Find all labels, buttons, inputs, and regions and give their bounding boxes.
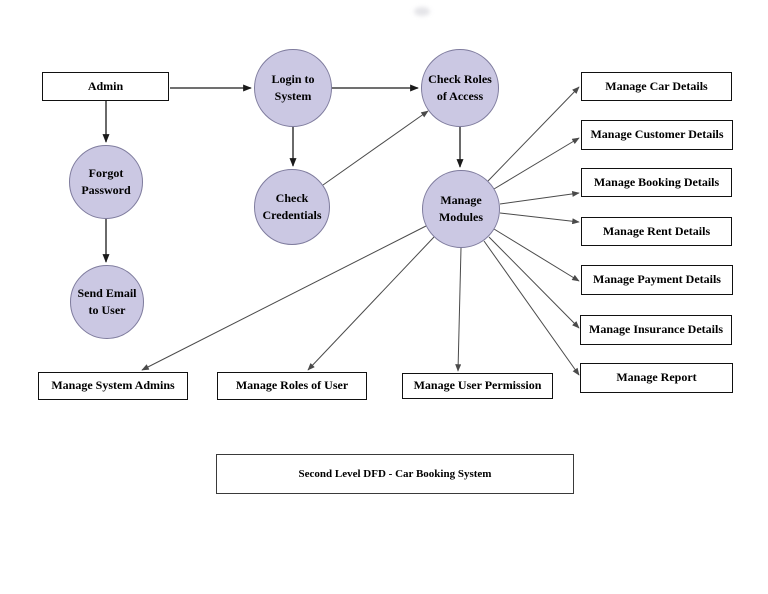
process-manage-modules: Manage Modules — [422, 170, 500, 248]
entity-manage-system-admins: Manage System Admins — [38, 372, 188, 400]
arrow-check-credentials-to-check-roles — [322, 110, 429, 186]
arrow-modules-to-customer-details — [493, 137, 580, 190]
entity-manage-car-details: Manage Car Details — [581, 72, 732, 101]
entity-manage-roles-of-user: Manage Roles of User — [217, 372, 367, 400]
entity-manage-user-permission: Manage User Permission — [402, 373, 553, 399]
process-check-credentials: Check Credentials — [254, 169, 330, 245]
arrow-modules-to-report — [483, 240, 580, 376]
entity-admin: Admin — [42, 72, 169, 101]
diagram-caption-box: Second Level DFD - Car Booking System — [216, 454, 574, 494]
process-login-to-system: Login to System — [254, 49, 332, 127]
arrow-modules-to-user-permission — [455, 247, 462, 372]
scan-artifact — [414, 7, 430, 16]
entity-manage-report: Manage Report — [580, 363, 733, 393]
process-send-email-to-user: Send Email to User — [70, 265, 144, 339]
entity-manage-insurance-details: Manage Insurance Details — [580, 315, 732, 345]
arrow-modules-to-car-details — [487, 86, 580, 182]
arrow-modules-to-payment-details — [493, 228, 580, 282]
entity-manage-rent-details: Manage Rent Details — [581, 217, 732, 246]
arrow-modules-to-insurance-details — [488, 236, 580, 329]
entity-manage-payment-details: Manage Payment Details — [581, 265, 733, 295]
arrow-modules-to-booking-details — [499, 190, 580, 205]
entity-manage-booking-details: Manage Booking Details — [581, 168, 732, 197]
diagram-caption: Second Level DFD - Car Booking System — [298, 468, 492, 480]
arrow-modules-to-roles-of-user — [307, 236, 435, 371]
arrow-modules-to-rent-details — [499, 212, 580, 225]
entity-manage-customer-details: Manage Customer Details — [581, 120, 733, 150]
process-forgot-password: Forgot Password — [69, 145, 143, 219]
arrow-modules-to-system-admins — [141, 225, 427, 371]
process-check-roles-of-access: Check Roles of Access — [421, 49, 499, 127]
